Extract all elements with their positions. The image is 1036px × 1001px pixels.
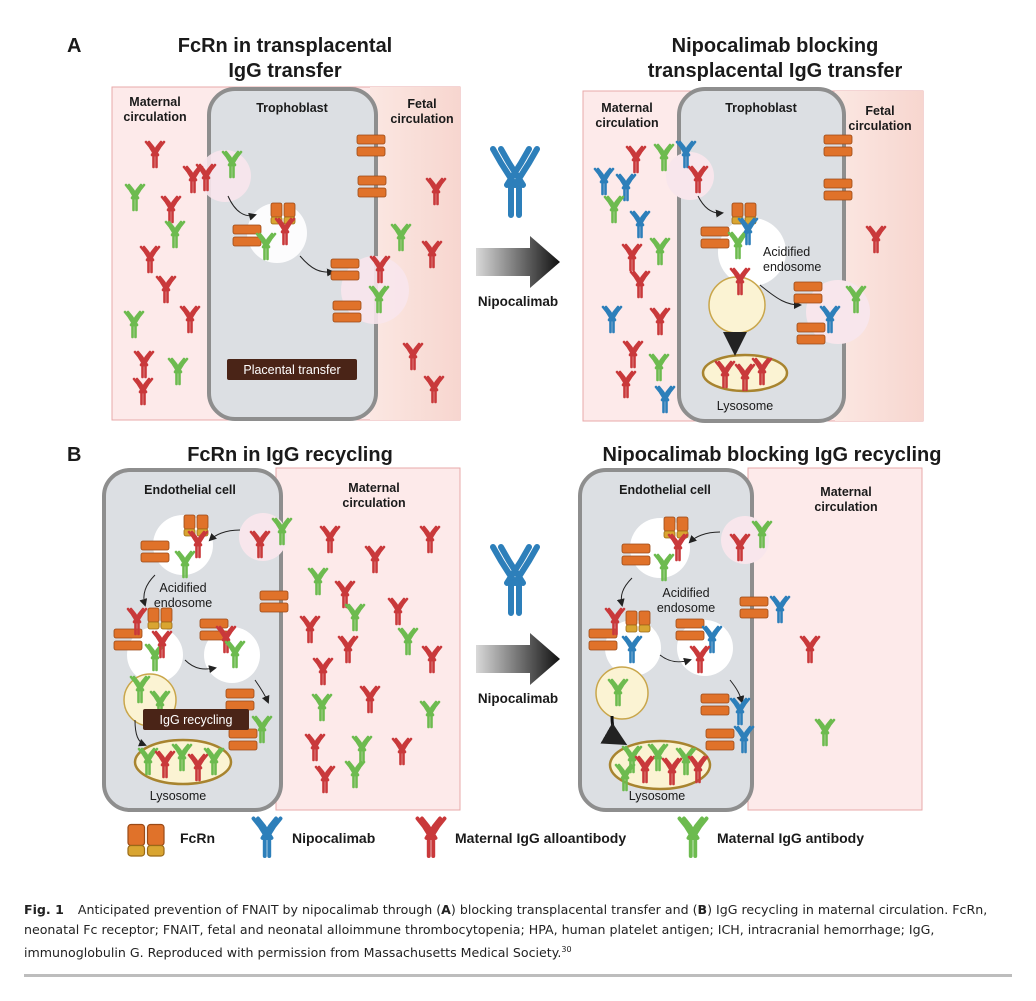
- figure-caption: Fig. 1 Anticipated prevention of FNAIT by…: [24, 900, 1014, 963]
- panel-a-left: A FcRn in transplacental IgG transfer Ma…: [67, 35, 461, 421]
- caption-label: Fig. 1: [24, 902, 64, 917]
- fetal-label-1: Fetal: [407, 97, 436, 111]
- fetal-label-2: circulation: [848, 119, 911, 133]
- arrow-icon: [476, 236, 560, 288]
- panel-b-left: B FcRn in IgG recycling Endothelial cell…: [67, 444, 461, 812]
- panel-a-left-title-1: FcRn in transplacental: [178, 35, 393, 57]
- lysosome-label: Lysosome: [150, 789, 207, 803]
- acidified-label-2: endosome: [154, 596, 212, 610]
- maternal-label-2: circulation: [123, 110, 186, 124]
- placental-transfer-box: [227, 359, 357, 380]
- maternal-label-2: circulation: [342, 496, 405, 510]
- alloantibody-legend-icon: [415, 816, 447, 858]
- panel-a-right: Nipocalimab blocking transplacental IgG …: [582, 35, 924, 423]
- figure-diagram: A FcRn in transplacental IgG transfer Ma…: [67, 35, 942, 858]
- igg-recycling-box: [143, 709, 249, 730]
- caption-text-1: Anticipated prevention of FNAIT by nipoc…: [77, 902, 442, 917]
- nipocalimab-icon: [493, 149, 537, 215]
- fcrn-legend-icon: [127, 823, 165, 857]
- arrow-b-label: Nipocalimab: [478, 691, 558, 706]
- caption-a: A: [441, 902, 451, 917]
- fetal-label-2: circulation: [390, 112, 453, 126]
- panel-b-right: Nipocalimab blocking IgG recycling Endot…: [578, 444, 942, 812]
- panel-a-right-title-1: Nipocalimab blocking: [672, 35, 879, 57]
- legend-alloantibody: Maternal IgG alloantibody: [455, 830, 626, 846]
- nipocalimab-icon: [493, 547, 537, 613]
- nipocalimab-legend-icon: [251, 816, 283, 858]
- panel-b-right-title: Nipocalimab blocking IgG recycling: [603, 444, 942, 466]
- maternal-label-2: circulation: [595, 116, 658, 130]
- panel-b-arrow: Nipocalimab: [476, 547, 560, 706]
- lysosome-label: Lysosome: [629, 789, 686, 803]
- acidified-label-2: endosome: [657, 601, 715, 615]
- igg-recycling-label: IgG recycling: [160, 713, 233, 727]
- legend-nipocalimab: Nipocalimab: [292, 830, 375, 846]
- lysosome-label: Lysosome: [717, 399, 774, 413]
- endothelial-label: Endothelial cell: [144, 483, 236, 497]
- acidified-label-1: Acidified: [159, 581, 206, 595]
- caption-b: B: [697, 902, 708, 917]
- acidified-label-1: Acidified: [763, 245, 810, 259]
- arrow-a-label: Nipocalimab: [478, 294, 558, 309]
- trophoblast-label: Trophoblast: [725, 101, 797, 115]
- panel-a-letter: A: [67, 35, 81, 57]
- placental-transfer-label: Placental transfer: [243, 363, 340, 377]
- antibody-legend-icon: [677, 816, 709, 858]
- arrow-icon: [476, 633, 560, 685]
- acidified-label-1: Acidified: [662, 586, 709, 600]
- caption-text-2: ) blocking transplacental transfer and (: [450, 902, 698, 917]
- legend-fcrn: FcRn: [180, 830, 215, 846]
- maternal-label-1: Maternal: [129, 95, 180, 109]
- caption-text-3: ) IgG recycling in maternal circulation.…: [24, 902, 988, 961]
- panel-b-left-title: FcRn in IgG recycling: [187, 444, 393, 466]
- maternal-label-1: Maternal: [601, 101, 652, 115]
- maternal-label-2: circulation: [814, 500, 877, 514]
- endothelial-label: Endothelial cell: [619, 483, 711, 497]
- trophoblast-label: Trophoblast: [256, 101, 328, 115]
- panel-a-left-title-2: IgG transfer: [228, 60, 342, 82]
- maternal-label-1: Maternal: [820, 485, 871, 499]
- panel-a-right-title-2: transplacental IgG transfer: [648, 60, 903, 82]
- maternal-label-1: Maternal: [348, 481, 399, 495]
- panel-b-letter: B: [67, 444, 81, 466]
- caption-rule: [24, 974, 1012, 977]
- caption-ref: 30: [561, 945, 572, 954]
- legend: FcRn Nipocalimab Maternal IgG alloantibo…: [127, 816, 864, 858]
- fetal-label-1: Fetal: [865, 104, 894, 118]
- acidified-label-2: endosome: [763, 260, 821, 274]
- legend-antibody: Maternal IgG antibody: [717, 830, 864, 846]
- panel-a-arrow: Nipocalimab: [476, 149, 560, 309]
